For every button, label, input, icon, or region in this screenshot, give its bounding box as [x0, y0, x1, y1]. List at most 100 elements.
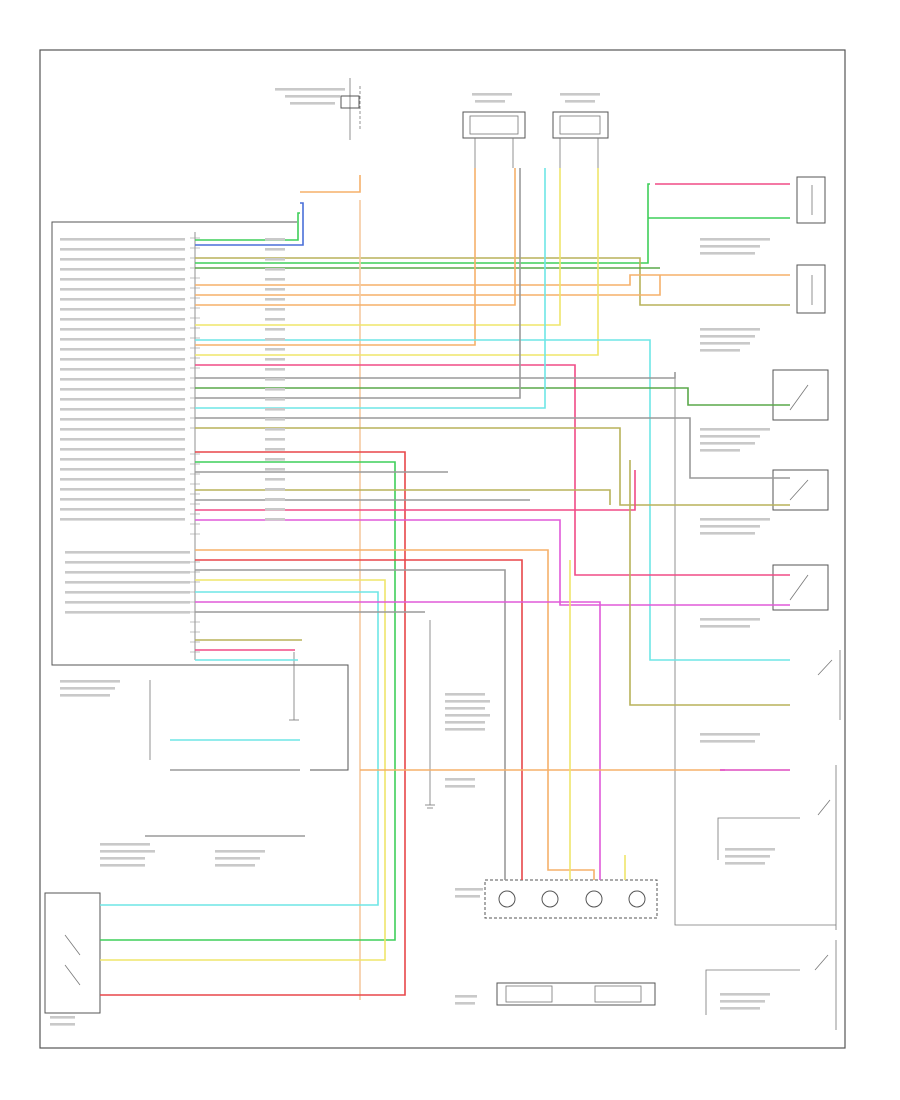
label-stroke-36	[265, 238, 285, 241]
seat-belt-pretensioner-right	[674, 375, 837, 930]
wire-olive-22	[195, 427, 790, 506]
ground-splice-center	[425, 620, 435, 809]
driver-airbag-module-bottom	[496, 982, 656, 1006]
label-stroke-2	[60, 258, 185, 261]
label-stroke-59	[265, 468, 285, 471]
wire-orange-8	[195, 274, 790, 286]
label-stroke-102	[445, 778, 475, 781]
wire-gray-18	[195, 372, 676, 379]
driver-buckle-switch-right	[817, 650, 841, 720]
label-stroke-91	[725, 855, 770, 858]
label-stroke-20	[60, 438, 185, 441]
wire-olive-27	[195, 489, 611, 505]
label-stroke-107	[100, 843, 150, 846]
label-stroke-5	[60, 288, 185, 291]
passenger-airbag-module-top	[552, 111, 609, 168]
label-stroke-108	[100, 850, 155, 853]
wire-green-5	[195, 183, 650, 264]
label-stroke-78	[700, 349, 740, 352]
label-stroke-92	[725, 862, 765, 865]
label-stroke-53	[265, 408, 285, 411]
label-stroke-17	[60, 408, 185, 411]
ground-splice-left	[289, 652, 299, 721]
label-stroke-1	[60, 248, 185, 251]
label-stroke-86	[700, 618, 760, 621]
label-stroke-114	[455, 888, 483, 891]
label-stroke-116	[455, 995, 477, 998]
label-stroke-106	[215, 864, 255, 867]
wire-dark_green-19	[195, 387, 790, 406]
label-stroke-99	[445, 714, 490, 717]
label-stroke-69	[475, 100, 505, 103]
passenger-occupant-module	[44, 892, 101, 1014]
label-stroke-38	[265, 258, 285, 261]
label-stroke-83	[700, 518, 770, 521]
passenger-front-impact-sensor	[796, 264, 826, 314]
label-stroke-27	[60, 508, 185, 511]
label-stroke-30	[65, 561, 190, 564]
wire-orange-1	[300, 175, 361, 193]
wire-cyan-21	[195, 168, 546, 409]
label-stroke-41	[265, 288, 285, 291]
driver-airbag-module-top	[462, 111, 526, 168]
diagram-frame	[39, 49, 846, 1049]
label-stroke-34	[65, 601, 190, 604]
label-stroke-60	[265, 478, 285, 481]
label-stroke-32	[65, 581, 190, 584]
wire-olive-47	[629, 460, 790, 706]
label-stroke-40	[265, 278, 285, 281]
wire-harness	[100, 168, 790, 1000]
label-stroke-43	[265, 308, 285, 311]
label-stroke-75	[700, 328, 760, 331]
wire-green-25	[100, 461, 396, 941]
label-stroke-48	[265, 358, 285, 361]
wire-gray-33	[195, 569, 506, 880]
wire-orange-9	[195, 275, 661, 296]
label-stroke-111	[60, 680, 120, 683]
label-stroke-35	[65, 611, 190, 614]
label-stroke-22	[60, 458, 185, 461]
label-stroke-33	[65, 591, 190, 594]
label-stroke-19	[60, 428, 185, 431]
label-stroke-70	[560, 93, 600, 96]
label-stroke-118	[50, 1016, 75, 1019]
label-stroke-12	[60, 358, 185, 361]
label-stroke-73	[700, 245, 760, 248]
label-stroke-25	[60, 488, 185, 491]
wire-magenta-36	[195, 601, 601, 880]
label-stroke-97	[445, 700, 490, 703]
label-stroke-87	[700, 625, 750, 628]
label-stroke-112	[60, 687, 115, 690]
label-stroke-98	[445, 707, 485, 710]
label-stroke-50	[265, 378, 285, 381]
wire-yellow-13	[195, 168, 561, 326]
label-stroke-96	[445, 693, 485, 696]
label-stroke-0	[60, 238, 185, 241]
wire-orange-12	[195, 168, 516, 306]
label-stroke-56	[265, 438, 285, 441]
label-stroke-117	[455, 1002, 475, 1005]
label-stroke-39	[265, 268, 285, 271]
label-stroke-52	[265, 398, 285, 401]
label-stroke-89	[700, 740, 755, 743]
label-stroke-46	[265, 338, 285, 341]
label-stroke-65	[275, 88, 345, 91]
label-stroke-67	[290, 102, 335, 105]
label-stroke-14	[60, 378, 185, 381]
fuse-junction-block	[340, 78, 361, 140]
label-stroke-63	[265, 508, 285, 511]
wire-gray-23	[195, 417, 790, 479]
label-stroke-21	[60, 448, 185, 451]
label-stroke-44	[265, 318, 285, 321]
wire-cyan-35	[100, 591, 379, 906]
label-stroke-119	[50, 1023, 75, 1026]
label-stroke-115	[455, 895, 480, 898]
label-stroke-15	[60, 388, 185, 391]
label-stroke-82	[700, 449, 740, 452]
label-stroke-101	[445, 728, 485, 731]
driver-seat-position-switch	[772, 369, 829, 421]
label-stroke-104	[215, 850, 265, 853]
label-stroke-37	[265, 248, 285, 251]
wire-magenta-30	[195, 519, 790, 606]
